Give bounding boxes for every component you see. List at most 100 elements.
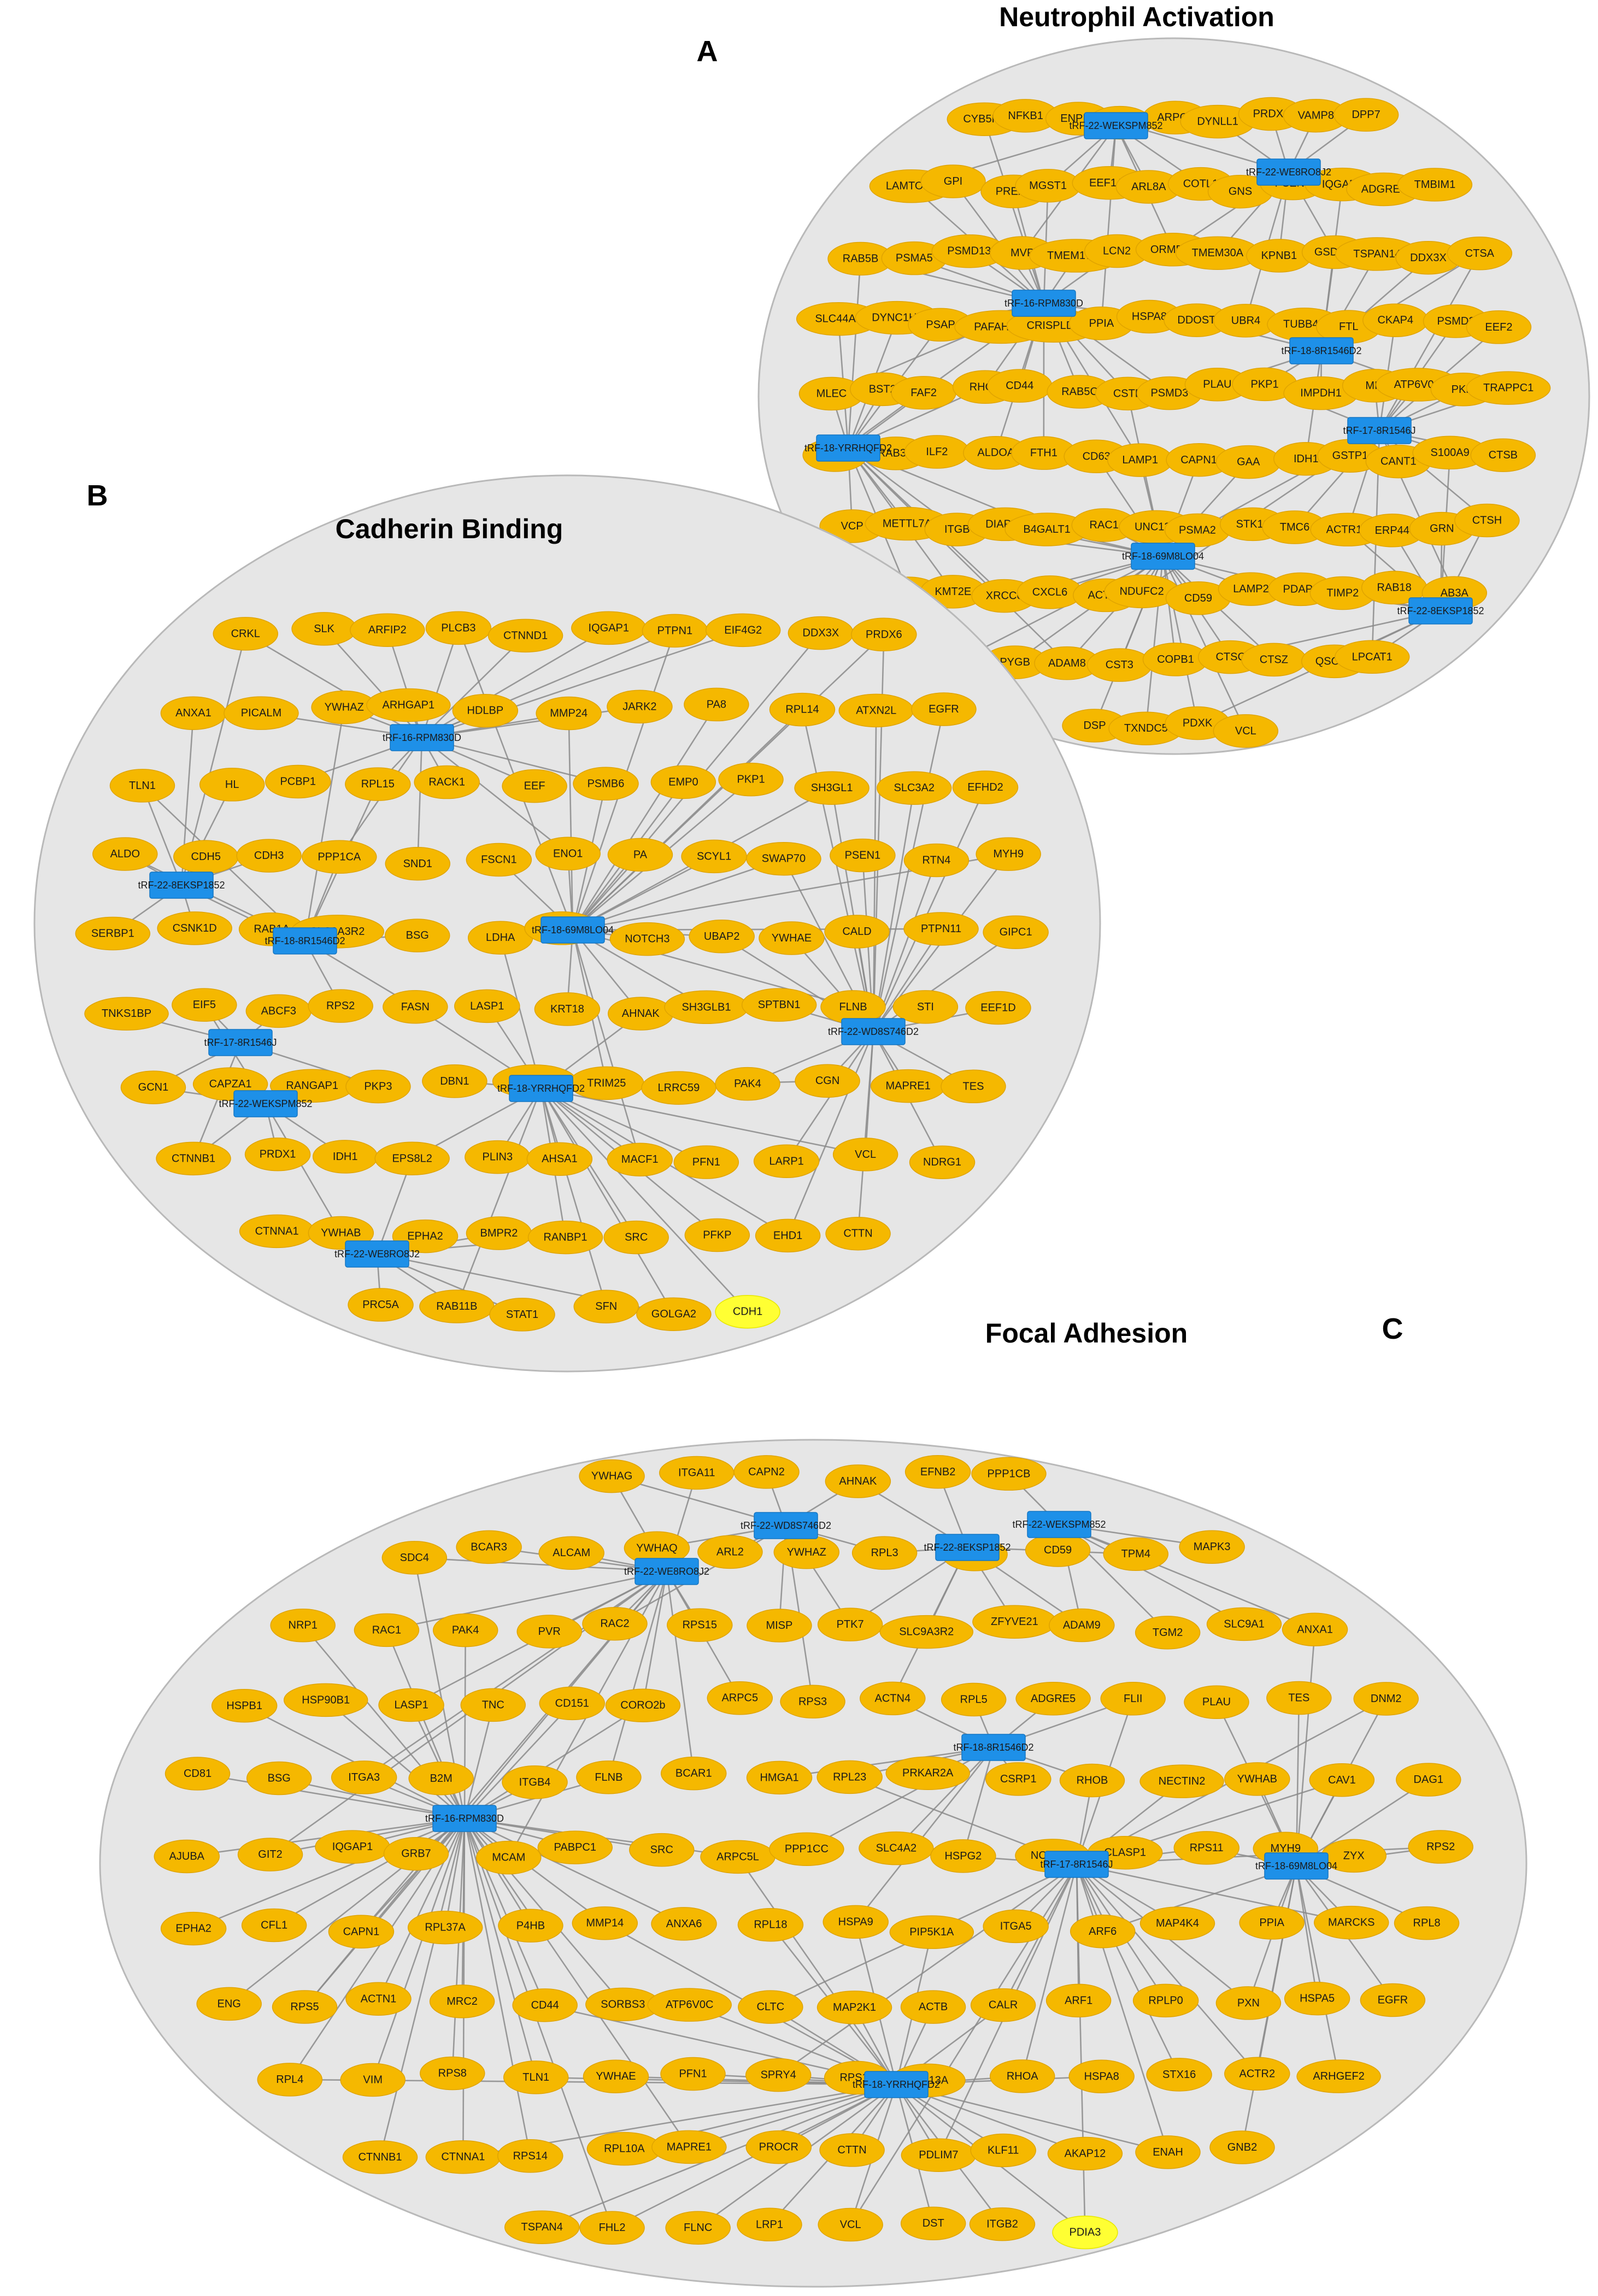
gene-node-cald[interactable]: CALD (824, 915, 890, 949)
gene-node-cttn[interactable]: CTTN (825, 1216, 891, 1251)
gene-node-anxa6[interactable]: ANXA6 (651, 1907, 717, 1941)
gene-node-misp[interactable]: MISP (747, 1609, 812, 1642)
hub-node-trf-18-yrrhqfd2[interactable]: tRF-18-YRRHQFD2 (497, 1075, 585, 1102)
gene-node-emp0[interactable]: EMP0 (650, 765, 716, 799)
gene-node-fhl2[interactable]: FHL2 (579, 2211, 645, 2245)
gene-node-coro2b[interactable]: CORO2b (605, 1688, 681, 1722)
gene-node-hdlbp[interactable]: HDLBP (452, 693, 519, 728)
gene-node-tspan4[interactable]: TSPAN4 (504, 2210, 580, 2244)
gene-node-rab5c[interactable]: RAB5C (1047, 375, 1113, 409)
gene-node-hsp90b1[interactable]: HSP90B1 (283, 1683, 368, 1717)
gene-node-pa8[interactable]: PA8 (684, 687, 749, 722)
gene-node-mapk3[interactable]: MAPK3 (1179, 1530, 1245, 1564)
hub-node-trf-22-wd8s746d2[interactable]: tRF-22-WD8S746D2 (828, 1018, 919, 1045)
gene-node-rps15[interactable]: RPS15 (667, 1608, 733, 1642)
gene-node-eef1d[interactable]: EEF1D (965, 991, 1031, 1025)
gene-node-ddost[interactable]: DDOST (1164, 303, 1230, 337)
gene-node-src[interactable]: SRC (629, 1833, 695, 1867)
gene-node-mmp14[interactable]: MMP14 (572, 1906, 638, 1940)
gene-node-psen1[interactable]: PSEN1 (830, 838, 896, 873)
hub-node-trf-16-rpm830d[interactable]: tRF-16-RPM830D (1004, 290, 1083, 317)
gene-node-actn4[interactable]: ACTN4 (860, 1681, 926, 1716)
gene-node-bsg[interactable]: BSG (384, 919, 450, 952)
gene-node-pkp3[interactable]: PKP3 (345, 1069, 411, 1104)
gene-node-tln1[interactable]: TLN1 (503, 2060, 569, 2094)
gene-node-cdh5[interactable]: CDH5 (173, 840, 239, 874)
gene-node-rhoa[interactable]: RHOA (989, 2059, 1055, 2093)
hub-node-trf-22-we8ro8j2[interactable]: tRF-22-WE8RO8J2 (334, 1240, 420, 1268)
gene-node-pcbp1[interactable]: PCBP1 (265, 764, 331, 799)
gene-node-ubap2[interactable]: UBAP2 (689, 920, 755, 953)
gene-node-plcb3[interactable]: PLCB3 (425, 611, 492, 645)
gene-node-picalm[interactable]: PICALM (224, 696, 299, 730)
hub-node-trf-18-8r1546d2[interactable]: tRF-18-8R1546D2 (953, 1734, 1034, 1761)
gene-node-hspg2[interactable]: HSPG2 (930, 1839, 996, 1873)
gene-node-ahnak[interactable]: AHNAK (607, 997, 674, 1031)
hub-node-trf-16-rpm830d[interactable]: tRF-16-RPM830D (425, 1805, 504, 1832)
gene-node-ndufc2[interactable]: NDUFC2 (1104, 574, 1179, 609)
gene-node-golga2[interactable]: GOLGA2 (636, 1297, 712, 1331)
gene-node-txndc5[interactable]: TXNDC5 (1108, 711, 1184, 745)
gene-node-efhd2[interactable]: EFHD2 (952, 770, 1019, 804)
gene-node-slc9a1[interactable]: SLC9A1 (1206, 1607, 1282, 1641)
gene-node-rpl15[interactable]: RPL15 (345, 767, 411, 801)
gene-node-pak4[interactable]: PAK4 (715, 1067, 780, 1101)
gene-node-vcl[interactable]: VCL (832, 1138, 898, 1171)
gene-node-rpl18[interactable]: RPL18 (737, 1908, 804, 1942)
hub-node-trf-16-rpm830d[interactable]: tRF-16-RPM830D (383, 724, 461, 751)
gene-node-cd81[interactable]: CD81 (164, 1757, 231, 1791)
gene-node-tgm2[interactable]: TGM2 (1135, 1616, 1201, 1650)
hub-node-trf-22-wekspm852[interactable]: tRF-22-WEKSPM852 (1012, 1511, 1106, 1538)
gene-node-ajuba[interactable]: AJUBA (154, 1839, 220, 1874)
gene-node-ehd1[interactable]: EHD1 (755, 1218, 821, 1253)
gene-node-tes[interactable]: TES (941, 1069, 1006, 1104)
hub-node-trf-22-8eksp1852[interactable]: tRF-22-8EKSP1852 (138, 872, 225, 899)
gene-node-eif4g2[interactable]: EIF4G2 (705, 613, 781, 647)
gene-node-rplp0[interactable]: RPLP0 (1132, 1983, 1199, 2018)
gene-node-tmem30a[interactable]: TMEM30A (1175, 236, 1260, 270)
gene-node-cst3[interactable]: CST3 (1086, 648, 1153, 682)
gene-node-map4k4[interactable]: MAP4K4 (1139, 1906, 1215, 1940)
gene-node-zfyve21[interactable]: ZFYVE21 (972, 1605, 1057, 1639)
gene-node-abcf3[interactable]: ABCF3 (245, 994, 312, 1028)
gene-node-cgn[interactable]: CGN (795, 1064, 860, 1098)
gene-node-cxcl6[interactable]: CXCL6 (1017, 575, 1083, 609)
gene-node-nrp1[interactable]: NRP1 (270, 1608, 336, 1642)
gene-node-ctnnb1[interactable]: CTNNB1 (342, 2140, 418, 2174)
gene-node-ywhab[interactable]: YWHAB (1224, 1762, 1290, 1796)
gene-node-bcar1[interactable]: BCAR1 (661, 1756, 727, 1791)
gene-node-egfr[interactable]: EGFR (1360, 1983, 1426, 2017)
gene-node-pdlim7[interactable]: PDLIM7 (901, 2138, 977, 2172)
gene-node-cav1[interactable]: CAV1 (1309, 1763, 1375, 1797)
gene-node-ldha[interactable]: LDHA (467, 921, 533, 955)
gene-node-anxa1[interactable]: ANXA1 (160, 696, 227, 730)
gene-node-rab18[interactable]: RAB18 (1361, 570, 1427, 605)
gene-node-pfn1[interactable]: PFN1 (660, 2057, 726, 2091)
gene-node-eno1[interactable]: ENO1 (535, 837, 601, 871)
gene-node-vcl[interactable]: VCL (1213, 714, 1279, 748)
gene-node-git2[interactable]: GIT2 (237, 1838, 303, 1871)
gene-node-slc4a2[interactable]: SLC4A2 (859, 1831, 934, 1865)
gene-node-pfn1[interactable]: PFN1 (673, 1145, 739, 1179)
gene-node-sh3glb1[interactable]: SH3GLB1 (664, 990, 749, 1025)
gene-node-vcl[interactable]: VCL (818, 2207, 883, 2242)
gene-node-rpl23[interactable]: RPL23 (816, 1760, 883, 1794)
gene-node-cltc[interactable]: CLTC (738, 1990, 803, 2024)
gene-node-adgre5[interactable]: ADGRE5 (1015, 1682, 1091, 1716)
gene-node-hspa5[interactable]: HSPA5 (1284, 1981, 1350, 2016)
gene-node-sptbn1[interactable]: SPTBN1 (741, 988, 817, 1022)
hub-node-trf-18-yrrhqfd2[interactable]: tRF-18-YRRHQFD2 (804, 434, 892, 462)
gene-node-trappc1[interactable]: TRAPPC1 (1466, 371, 1551, 405)
gene-node-dnm2[interactable]: DNM2 (1353, 1682, 1419, 1716)
gene-node-p4hb[interactable]: P4HB (498, 1909, 563, 1943)
gene-node-ranbp1[interactable]: RANBP1 (527, 1220, 603, 1255)
hub-node-trf-22-wekspm852[interactable]: tRF-22-WEKSPM852 (1069, 112, 1163, 139)
gene-node-rpl3[interactable]: RPL3 (851, 1536, 918, 1570)
gene-node-marcks[interactable]: MARCKS (1314, 1905, 1389, 1940)
gene-node-iqgap1[interactable]: IQGAP1 (315, 1830, 390, 1864)
gene-node-lrp1[interactable]: LRP1 (737, 2207, 802, 2242)
gene-node-dbn1[interactable]: DBN1 (422, 1064, 487, 1098)
gene-node-capn1[interactable]: CAPN1 (328, 1915, 395, 1949)
gene-node-bcar3[interactable]: BCAR3 (456, 1530, 522, 1564)
gene-node-efnb2[interactable]: EFNB2 (904, 1455, 971, 1489)
